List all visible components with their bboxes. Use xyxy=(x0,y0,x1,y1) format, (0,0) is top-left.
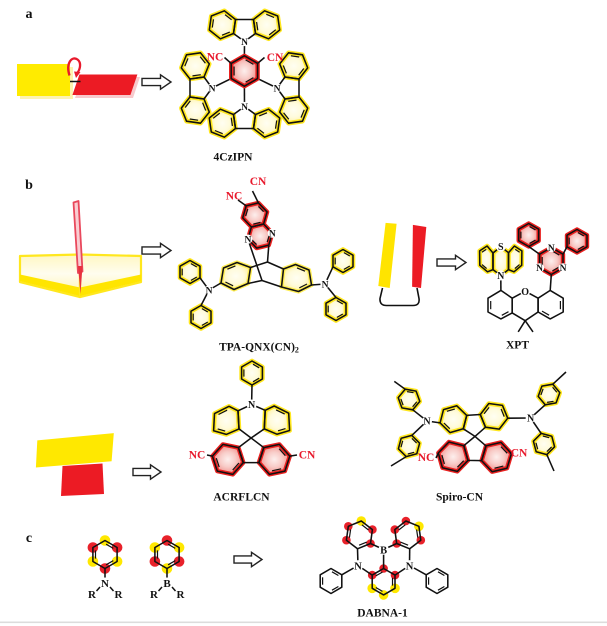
svg-text:Spiro-CN: Spiro-CN xyxy=(436,492,484,504)
svg-text:CN: CN xyxy=(511,448,528,460)
svg-text:c: c xyxy=(26,531,32,546)
svg-text:NC: NC xyxy=(189,450,206,462)
svg-text:NC: NC xyxy=(207,52,224,64)
svg-text:N: N xyxy=(406,561,414,572)
svg-text:R: R xyxy=(150,589,159,601)
svg-text:N: N xyxy=(269,230,276,240)
svg-text:N: N xyxy=(423,417,431,428)
svg-text:4CzIPN: 4CzIPN xyxy=(214,152,254,164)
svg-text:B: B xyxy=(163,578,171,590)
svg-text:S: S xyxy=(498,242,504,253)
svg-text:R: R xyxy=(88,589,97,601)
svg-text:CN: CN xyxy=(250,176,267,188)
svg-text:N: N xyxy=(206,286,213,296)
svg-text:NC: NC xyxy=(418,452,435,464)
svg-text:DABNA-1: DABNA-1 xyxy=(357,608,408,620)
svg-text:N: N xyxy=(354,561,362,572)
svg-text:N: N xyxy=(497,271,505,282)
svg-text:N: N xyxy=(536,264,543,274)
svg-text:N: N xyxy=(274,84,281,94)
svg-text:O: O xyxy=(521,287,529,298)
svg-text:XPT: XPT xyxy=(506,340,529,352)
svg-text:N: N xyxy=(527,414,535,425)
svg-text:TPA-QNX(CN)2: TPA-QNX(CN)2 xyxy=(219,342,299,355)
svg-text:N: N xyxy=(248,400,256,411)
svg-text:a: a xyxy=(26,7,33,22)
svg-text:ACRFLCN: ACRFLCN xyxy=(213,492,270,504)
svg-text:N: N xyxy=(209,84,216,94)
svg-text:N: N xyxy=(322,280,329,290)
svg-text:N: N xyxy=(244,236,251,246)
svg-text:NC: NC xyxy=(226,191,243,203)
svg-text:R: R xyxy=(115,589,124,601)
svg-text:CN: CN xyxy=(267,52,284,64)
svg-text:N: N xyxy=(241,103,248,113)
svg-text:B: B xyxy=(380,545,387,556)
svg-text:N: N xyxy=(548,244,555,254)
svg-text:R: R xyxy=(177,589,186,601)
svg-text:CN: CN xyxy=(299,450,316,462)
svg-text:N: N xyxy=(101,578,109,590)
svg-text:b: b xyxy=(25,178,33,193)
svg-text:N: N xyxy=(560,264,567,274)
svg-text:N: N xyxy=(241,38,248,48)
